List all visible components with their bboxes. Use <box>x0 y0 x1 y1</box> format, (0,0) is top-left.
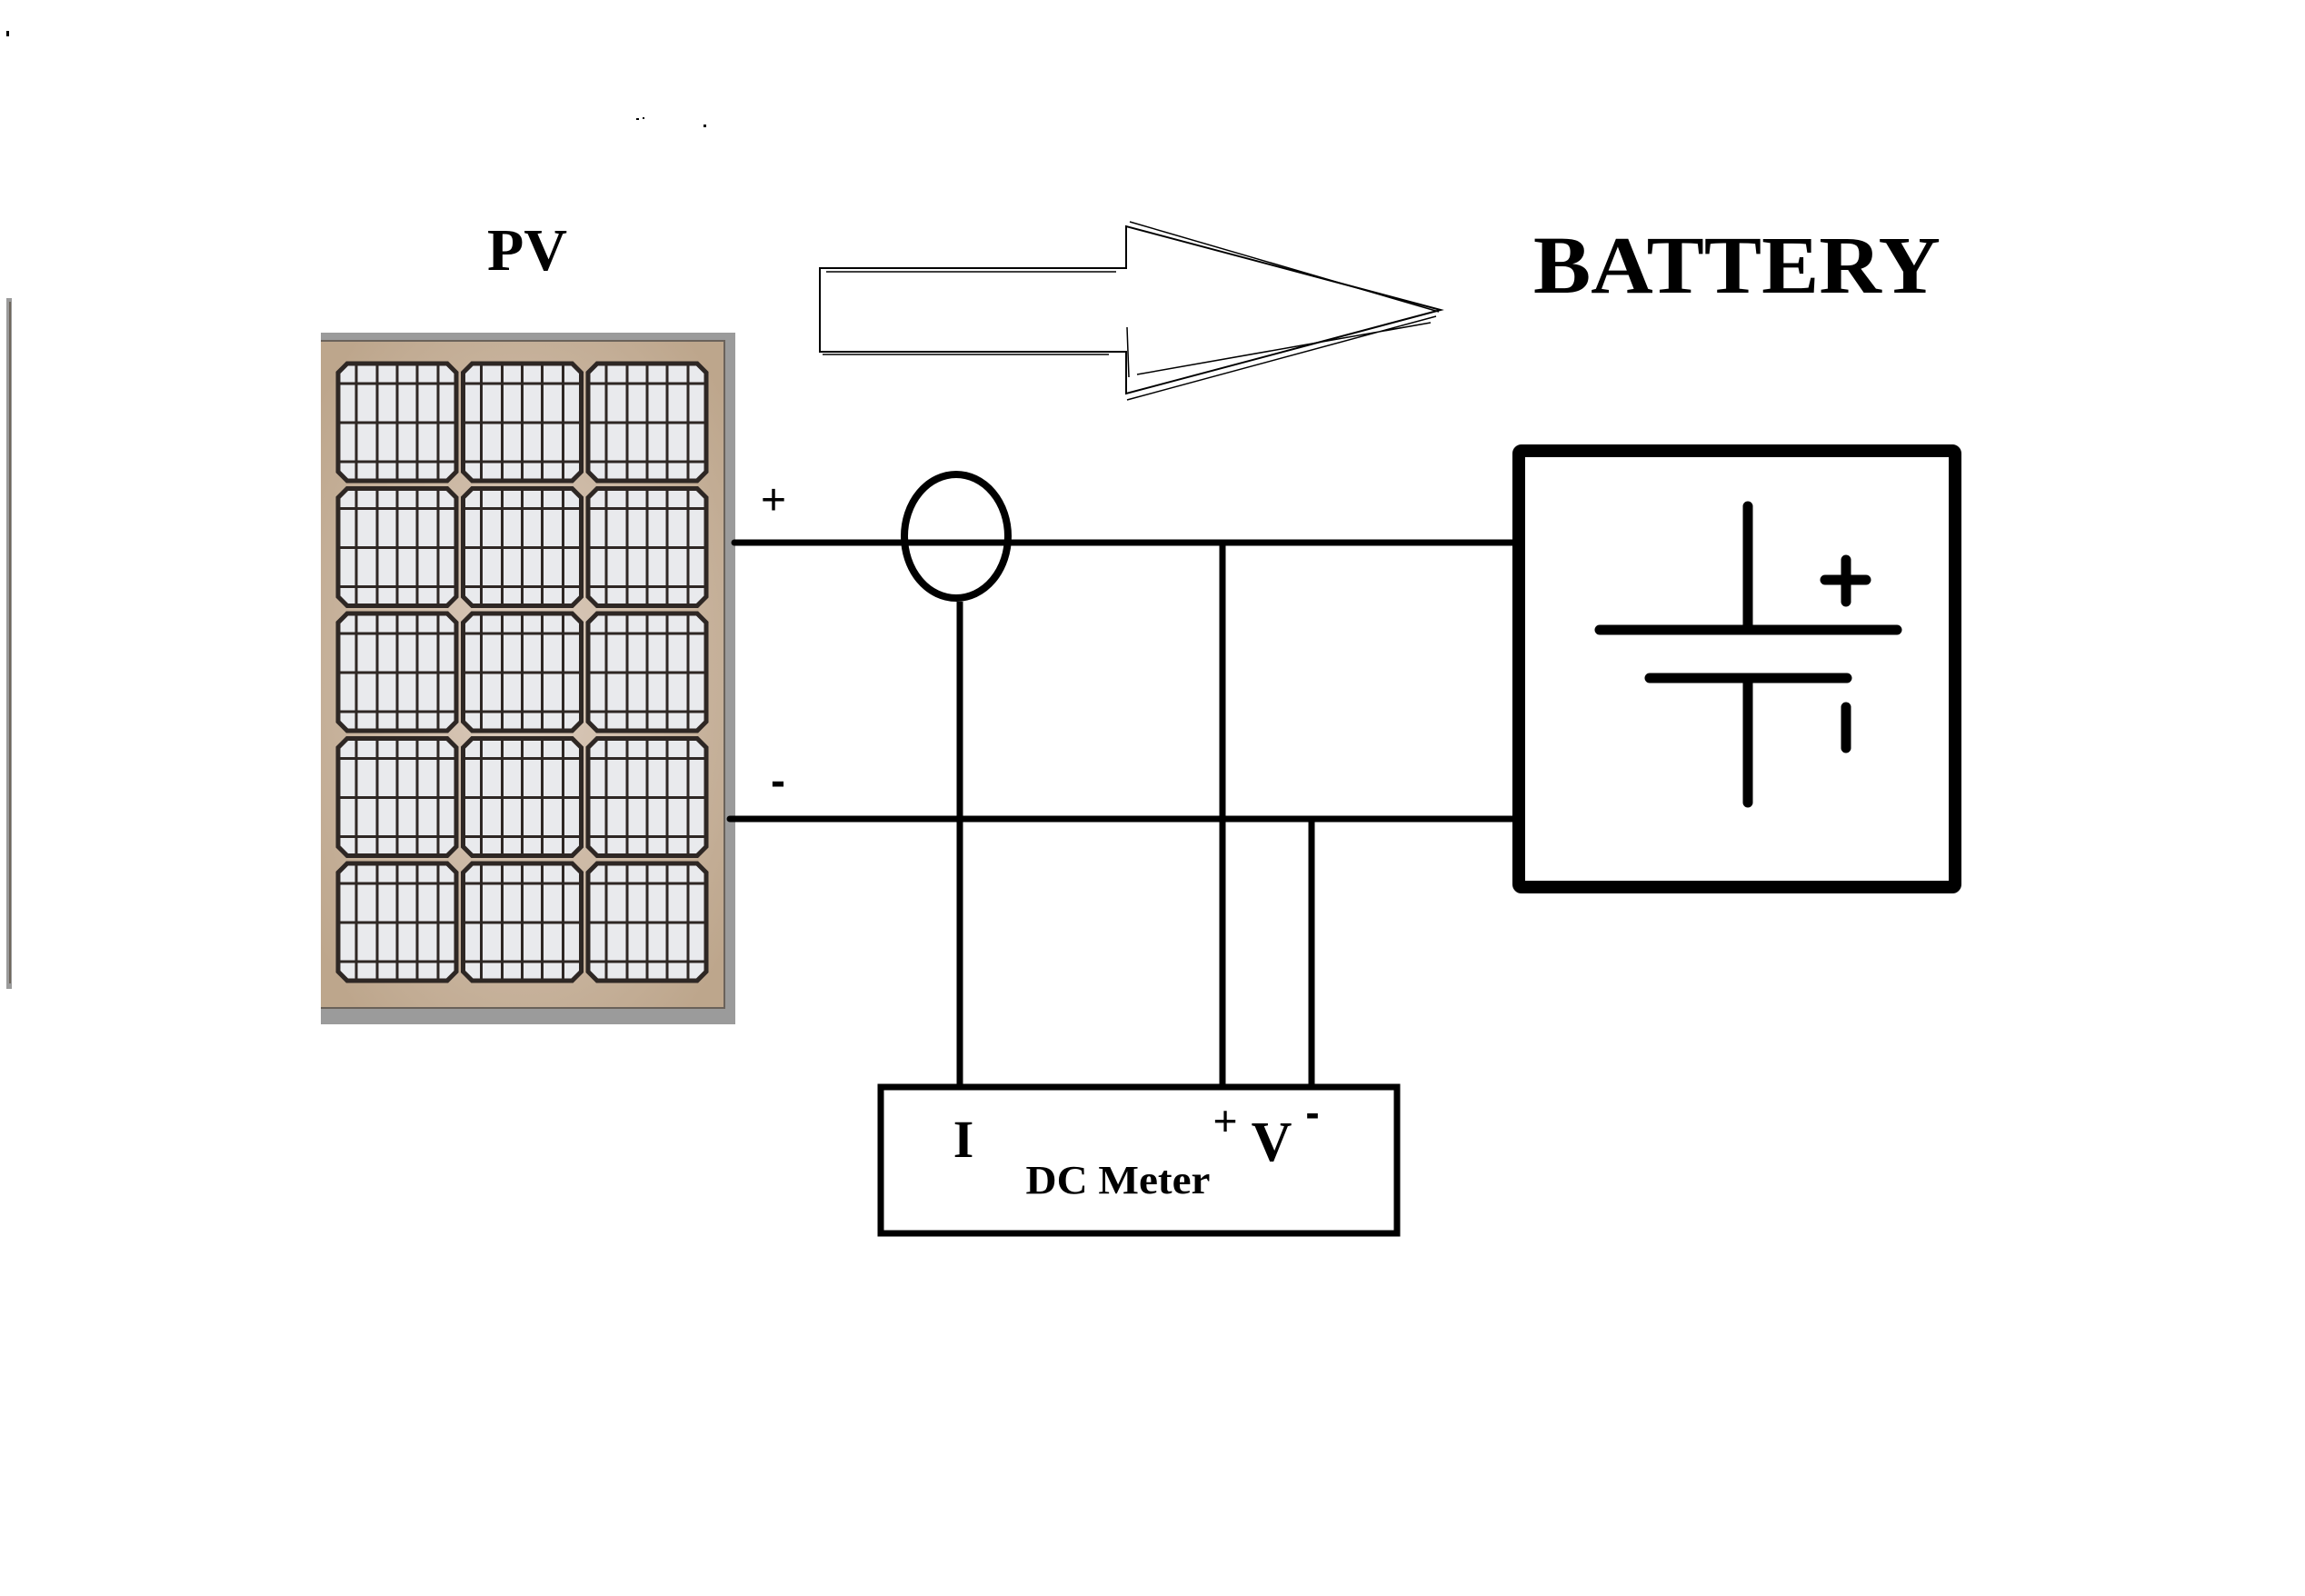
pv-cell <box>335 736 459 858</box>
pv-cell <box>461 361 584 484</box>
pv-cell <box>585 486 709 608</box>
pv-cell <box>585 611 709 733</box>
left-edge-line <box>6 298 12 989</box>
meter-voltage-positive-label: + <box>1213 1097 1238 1144</box>
battery-label: BATTERY <box>1533 221 1941 311</box>
pv-cell <box>335 486 459 608</box>
pv-cell <box>335 361 459 484</box>
current-sensor-icon <box>901 471 1012 602</box>
meter-voltage-terminal-label: V <box>1252 1112 1292 1173</box>
pv-cell <box>461 736 584 858</box>
dc-meter-label: DC Meter <box>1026 1158 1211 1202</box>
pv-cell <box>585 361 709 484</box>
arrow-sketch-line <box>823 221 1440 401</box>
pv-cell <box>335 861 459 983</box>
meter-current-terminal-label: I <box>953 1110 974 1169</box>
pv-cell-grid <box>335 361 709 983</box>
circuit-wires <box>726 539 1519 1091</box>
pv-cell <box>461 486 584 608</box>
battery <box>1512 444 1961 893</box>
arrow-outline <box>819 224 1444 395</box>
pv-cell <box>335 611 459 733</box>
pv-cell <box>461 611 584 733</box>
battery-box <box>1512 444 1961 893</box>
pv-cell <box>461 861 584 983</box>
pv-label: PV <box>487 217 567 284</box>
pv-panel <box>321 333 735 1024</box>
battery-plus-icon <box>1820 554 1871 607</box>
scan-artifacts <box>6 31 706 127</box>
dc-meter-box <box>877 1083 1401 1237</box>
dc-meter: I + V - DC Meter <box>877 1083 1401 1237</box>
meter-voltage-negative-label: - <box>1305 1089 1319 1136</box>
pv-cell <box>585 736 709 858</box>
battery-symbol-icon <box>1594 501 1902 808</box>
power-flow-arrow <box>819 221 1444 401</box>
pv-positive-terminal-label: + <box>761 476 786 524</box>
pv-negative-terminal-label: - <box>771 757 785 805</box>
pv-cell <box>585 861 709 983</box>
